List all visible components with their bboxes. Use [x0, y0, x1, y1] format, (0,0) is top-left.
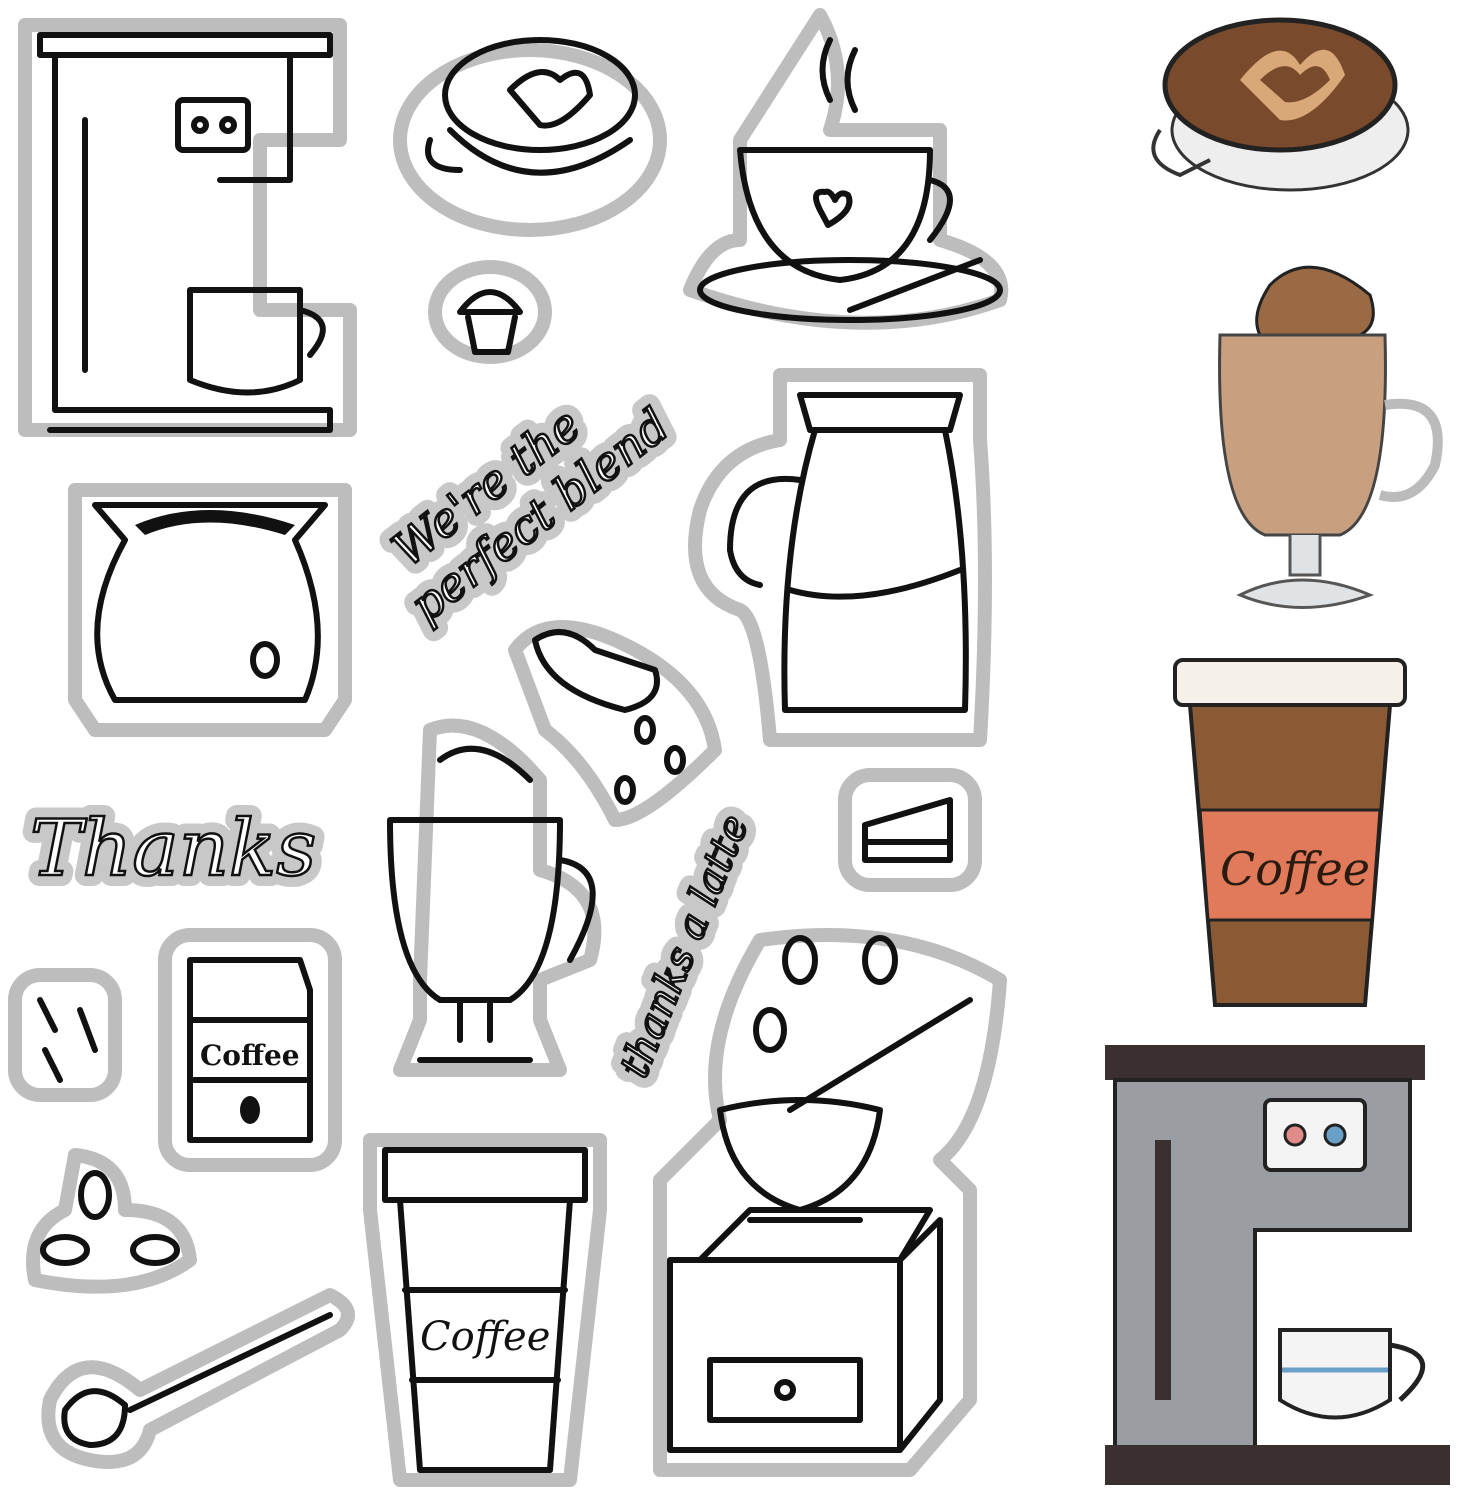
coffee-pot-stamp: [680, 368, 1000, 750]
coffee-bag-stamp: [55, 480, 365, 740]
perfect-blend-phrase-stamp: We're the We're the perfect blend perfec…: [340, 370, 700, 643]
colored-coffee-machine: [1100, 1040, 1460, 1490]
spoon-stamp: [30, 1280, 360, 1470]
thanks-outline: Thanks: [30, 804, 316, 894]
candy-stamp: [8, 968, 122, 1102]
thanks-text: Thanks: [30, 804, 316, 894]
colored-latte-art-cup: [1140, 10, 1410, 200]
thanks-phrase-stamp: Thanks Thanks: [10, 760, 340, 930]
cupcake-stamp: [428, 260, 552, 364]
latte-glass-stamp: [360, 718, 610, 1090]
coffee-machine-stamp: [10, 10, 370, 460]
coffee-box-stamp: Coffee: [158, 928, 342, 1172]
coffee-box-label: Coffee: [200, 1039, 300, 1072]
cup-label: Coffee: [420, 1314, 550, 1360]
latte-art-cup-stamp: [390, 20, 670, 240]
takeaway-cup-stamp: Coffee: [360, 1120, 610, 1490]
scoop-beans-stamp: [505, 610, 725, 830]
coffee-beans-stamp: [25, 1148, 197, 1300]
colored-takeaway-cup: Coffee: [1170, 645, 1410, 1015]
cake-slice-stamp: [838, 768, 982, 892]
colored-latte-glass: [1210, 245, 1450, 615]
colored-cup-label: Coffee: [1220, 842, 1370, 896]
coffee-grinder-stamp: [640, 920, 1010, 1480]
heart-cup-stamp: [680, 8, 1020, 340]
